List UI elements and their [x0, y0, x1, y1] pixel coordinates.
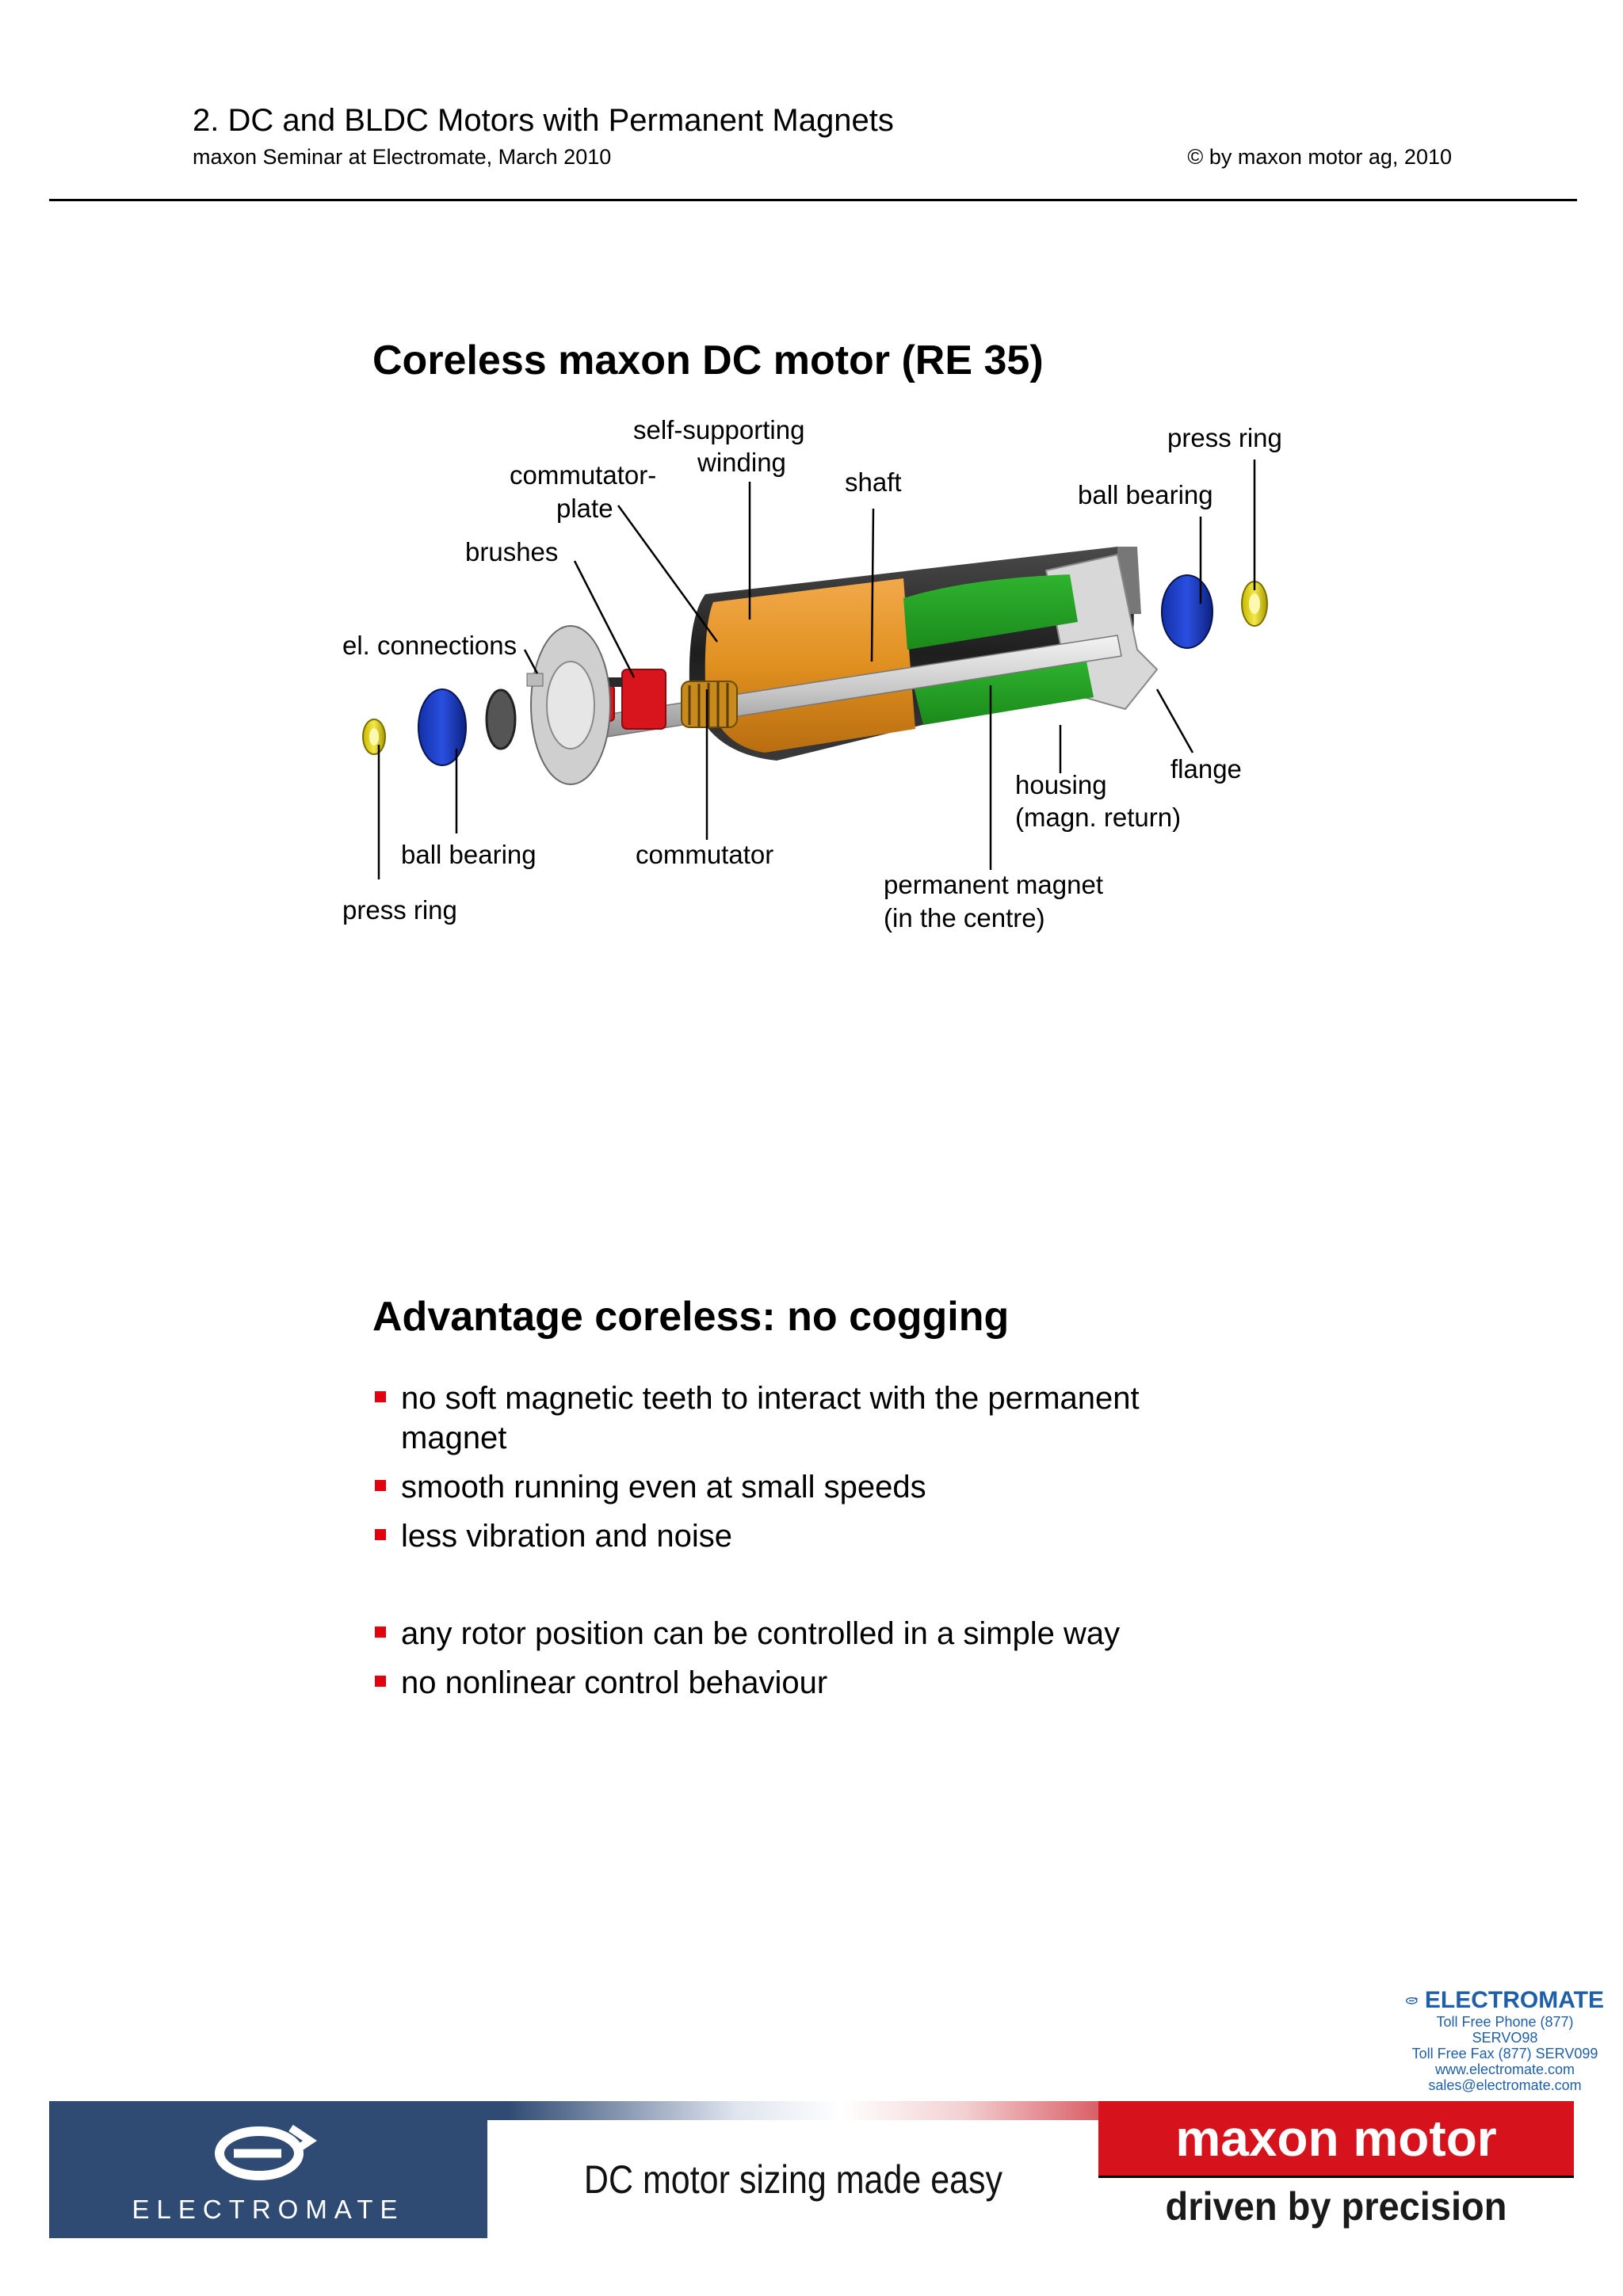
header-subtitle: maxon Seminar at Electromate, March 2010 — [193, 145, 612, 169]
connection-plate — [526, 625, 611, 785]
section-title-advantage: Advantage coreless: no cogging — [372, 1294, 1010, 1340]
header-copyright: © by maxon motor ag, 2010 — [1187, 145, 1452, 169]
contact-web-link[interactable]: www.electromate.com — [1434, 2061, 1575, 2077]
contact-fax: Toll Free Fax (877) SERV099 — [1411, 2046, 1598, 2061]
header-title: 2. DC and BLDC Motors with Permanent Mag… — [193, 103, 894, 138]
winding-orange — [705, 578, 915, 753]
footer-electromate-wordmark: ELECTROMATE — [132, 2195, 405, 2224]
list-item: less vibration and noise — [372, 1516, 1193, 1556]
label-ball-bearing-top: ball bearing — [1078, 480, 1213, 509]
label-commutator: commutator — [636, 840, 773, 869]
bullet-square-icon — [375, 1480, 386, 1491]
contact-phone: Toll Free Phone (877) SERVO98 — [1436, 2014, 1574, 2046]
shaft-seal — [485, 688, 517, 750]
footer-tagline: DC motor sizing made easy — [583, 2157, 1003, 2202]
label-housing-2: (magn. return) — [1015, 803, 1181, 832]
footer-maxon-brand: maxon motor — [1175, 2110, 1497, 2167]
ball-bearing-left — [418, 688, 467, 766]
bullet-square-icon — [375, 1529, 386, 1540]
label-winding: winding — [697, 448, 786, 477]
footer-maxon-slogan: driven by precision — [1165, 2184, 1507, 2229]
contact-brand: ELECTROMATE — [1424, 1987, 1604, 2013]
label-flange: flange — [1170, 754, 1242, 784]
commutator — [681, 681, 738, 728]
bullet-square-icon — [375, 1391, 386, 1402]
label-ball-bearing-bottom: ball bearing — [401, 840, 537, 869]
label-commutator-plate-2: plate — [556, 494, 613, 523]
footer-banner: ELECTROMATE DC motor sizing made easy ma… — [49, 2101, 1574, 2238]
label-permanent-magnet-1: permanent magnet — [884, 870, 1103, 899]
motor-exploded-diagram: self-supporting winding commutator- plat… — [342, 415, 1282, 933]
footer-maxon-panel — [1098, 2101, 1574, 2177]
bullet-square-icon — [375, 1676, 386, 1687]
section-title-coreless-motor: Coreless maxon DC motor (RE 35) — [372, 338, 1044, 383]
electromate-logo-icon — [1406, 1997, 1418, 2004]
list-item: no soft magnetic teeth to interact with … — [372, 1379, 1193, 1458]
label-press-ring-bottom: press ring — [342, 895, 457, 925]
electromate-emblem-icon — [215, 2124, 318, 2180]
leader-lines — [377, 460, 1256, 879]
label-self-supporting: self-supporting — [633, 415, 804, 444]
header-divider — [49, 199, 1577, 201]
footer-electromate-panel: ELECTROMATE — [49, 2101, 487, 2238]
label-commutator-plate-1: commutator- — [510, 460, 656, 490]
label-brushes: brushes — [465, 537, 558, 566]
label-press-ring-top: press ring — [1167, 423, 1282, 452]
label-permanent-magnet-2: (in the centre) — [884, 903, 1045, 933]
label-el-connections: el. connections — [342, 631, 517, 660]
contact-block: ELECTROMATE Toll Free Phone (877) SERVO9… — [1406, 1987, 1604, 2093]
list-item: any rotor position can be controlled in … — [372, 1614, 1193, 1653]
list-item: no nonlinear control behaviour — [372, 1663, 1193, 1703]
ball-bearing-right — [1161, 574, 1213, 649]
label-shaft: shaft — [845, 467, 902, 497]
bullet-square-icon — [375, 1627, 386, 1638]
contact-email-link[interactable]: sales@electromate.com — [1428, 2077, 1582, 2093]
label-housing-1: housing — [1015, 770, 1107, 799]
list-item: smooth running even at small speeds — [372, 1467, 1193, 1507]
